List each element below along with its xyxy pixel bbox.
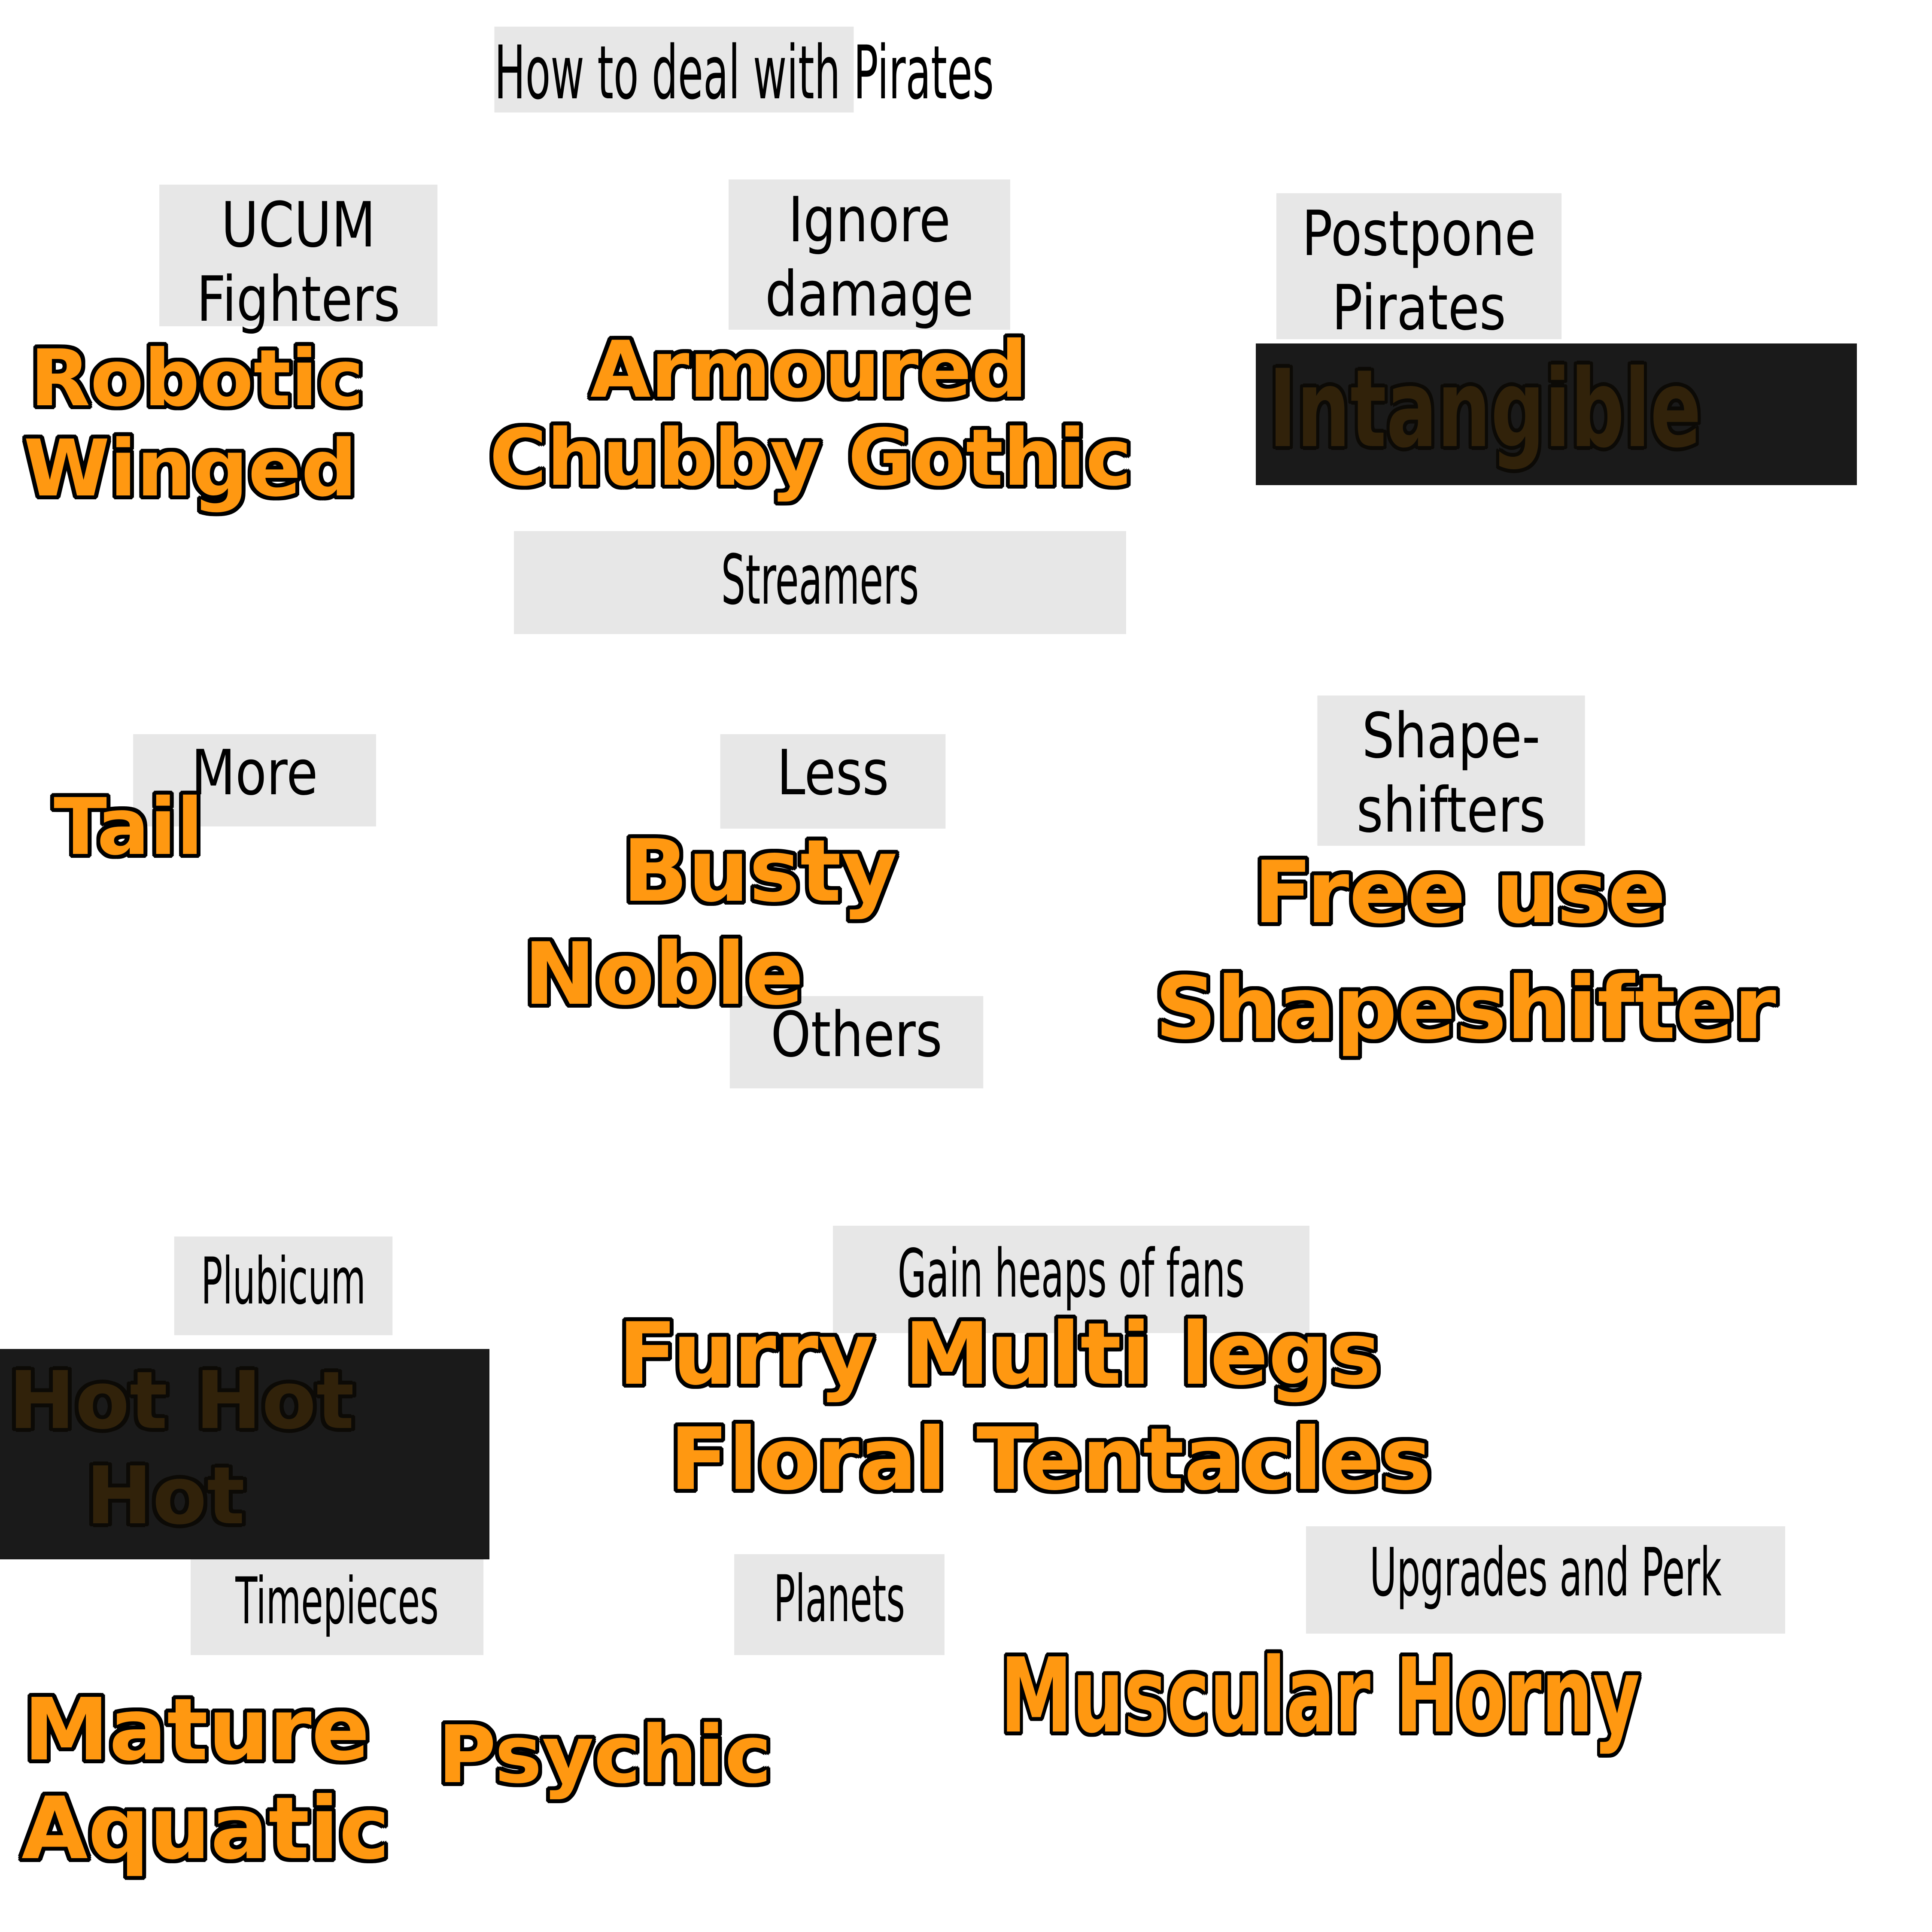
trait-furry-multi-legs[interactable]: Furry Multi legs [618, 1304, 1381, 1404]
category-plate-timepieces: Timepieces [191, 1556, 483, 1655]
plate-line-pirates: Pirates [1332, 272, 1506, 344]
trait-armoured[interactable]: Armoured [590, 324, 1028, 415]
trait-winged[interactable]: Winged [24, 423, 357, 514]
trait-chubby-gothic[interactable]: Chubby Gothic [489, 412, 1132, 503]
category-plate-others: Others [729, 996, 984, 1088]
plate-line-upgrades: Upgrades and Perk [1370, 1534, 1722, 1611]
category-plate-planets: Planets [734, 1554, 945, 1655]
category-plate-gain-heaps-of-fans: Gain heaps of fans [833, 1226, 1309, 1333]
category-plate-postpone-pirates: Postpone Pirates [1276, 193, 1562, 344]
plate-line-timepieces: Timepieces [235, 1564, 439, 1639]
category-plate-more: More [133, 734, 376, 826]
category-plate-streamers: Streamers [514, 531, 1126, 634]
plate-line-gain: Gain heaps of fans [897, 1235, 1245, 1312]
trait-noble[interactable]: Noble [524, 924, 804, 1024]
plate-line-ignore: Ignore [788, 184, 951, 256]
trait-robotic[interactable]: Robotic [30, 333, 364, 424]
category-plate-shape-shifters: Shape- shifters [1317, 696, 1585, 846]
trait-floral-tentacles[interactable]: Floral Tentacles [670, 1410, 1432, 1510]
category-plate-ignore-damage: Ignore damage [729, 179, 1010, 330]
trait-busty[interactable]: Busty [623, 821, 897, 921]
plate-line-more: More [191, 737, 318, 809]
page-title-plate: How to deal with Pirates [494, 27, 994, 116]
category-plate-ucum-fighters: UCUM Fighters [159, 185, 437, 331]
plate-line-others: Others [771, 999, 942, 1071]
category-plate-less: Less [720, 734, 946, 829]
category-plate-plubicum: Plubicum [174, 1236, 393, 1335]
plate-line-plubicum: Plubicum [201, 1244, 366, 1319]
trait-aquatic[interactable]: Aquatic [21, 1779, 390, 1879]
plate-line-planets: Planets [774, 1562, 905, 1637]
trait-hot[interactable]: Hot [86, 1449, 245, 1542]
plate-line-fighters: Fighters [196, 263, 401, 336]
plate-line-ucum: UCUM [221, 189, 376, 261]
blackout-panel-hot: Hot Hot Hot [0, 1349, 489, 1559]
page-title: How to deal with Pirates [494, 30, 994, 116]
trait-tail[interactable]: Tail [54, 781, 204, 872]
trait-muscular-horny[interactable]: Muscular Horny [1000, 1636, 1640, 1756]
trait-psychic[interactable]: Psychic [438, 1708, 772, 1801]
trait-free-use[interactable]: Free use [1254, 843, 1666, 943]
plate-line-shape: Shape- [1362, 700, 1540, 772]
trait-intangible[interactable]: Intangible [1269, 346, 1701, 471]
blackout-panel-intangible: Intangible [1256, 343, 1857, 485]
plate-line-postpone: Postpone [1302, 197, 1536, 270]
plate-line-shifters: shifters [1356, 774, 1546, 847]
category-plate-upgrades-and-perk: Upgrades and Perk [1306, 1526, 1785, 1634]
trait-shapeshifter[interactable]: Shapeshifter [1155, 959, 1777, 1059]
plate-line-streamers: Streamers [721, 540, 919, 620]
plate-line-less: Less [777, 737, 889, 809]
trait-mature[interactable]: Mature [24, 1680, 370, 1780]
plate-line-damage: damage [765, 258, 974, 331]
trait-hot-hot[interactable]: Hot Hot [9, 1354, 355, 1447]
